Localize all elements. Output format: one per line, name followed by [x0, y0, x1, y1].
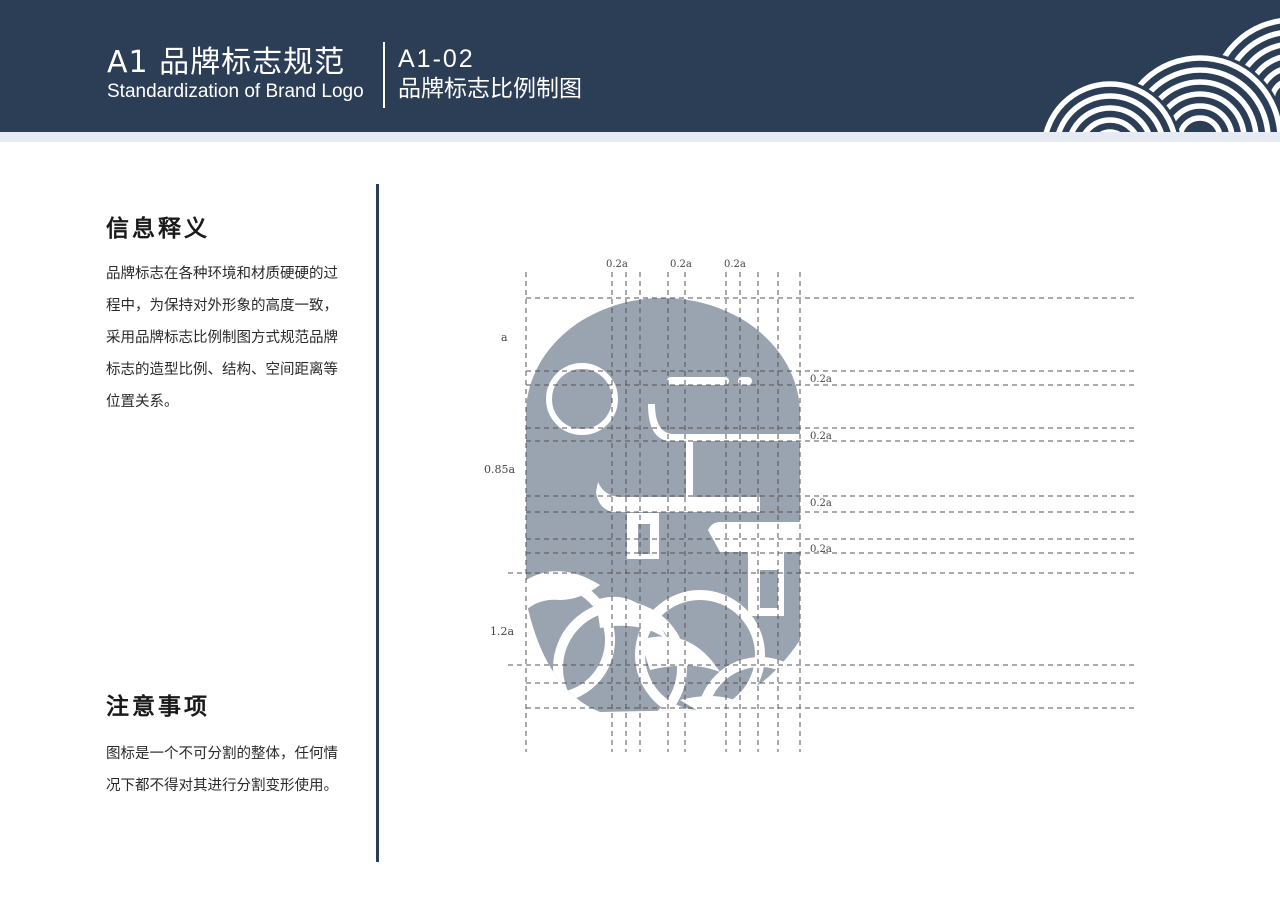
top-label-2: 0.2a — [670, 259, 692, 270]
page-title-english: Standardization of Brand Logo — [107, 81, 364, 102]
header-banner: A1 品牌标志规范 Standardization of Brand Logo … — [0, 0, 1280, 132]
header-underline-strip — [0, 132, 1280, 142]
right-label-1: 0.2a — [810, 374, 832, 385]
top-label-1: 0.2a — [606, 259, 628, 270]
right-label-2: 0.2a — [810, 431, 832, 442]
guide-lines — [508, 272, 1136, 752]
right-label-4: 0.2a — [810, 544, 832, 555]
left-label-085a: 0.85a — [484, 463, 515, 476]
section-code: A1-02 — [398, 45, 475, 73]
notes-section-body: 图标是一个不可分割的整体，任何情况下都不得对其进行分割变形使用。 — [106, 746, 338, 794]
info-section-title: 信息释义 — [106, 216, 210, 242]
column-divider — [376, 184, 379, 862]
section-subtitle: 品牌标志比例制图 — [398, 76, 582, 102]
left-label-a: a — [501, 331, 508, 344]
left-label-12a: 1.2a — [490, 625, 514, 638]
top-label-3: 0.2a — [724, 259, 746, 270]
wave-pattern-icon — [1040, 18, 1280, 132]
info-section-body: 品牌标志在各种环境和材质硬硬的过程中，为保持对外形象的高度一致，采用品牌标志比例… — [106, 266, 338, 410]
title-divider — [383, 42, 385, 108]
brand-logo — [526, 298, 800, 712]
page-title: A1 品牌标志规范 — [107, 45, 346, 80]
right-label-3: 0.2a — [810, 498, 832, 509]
notes-section-title: 注意事项 — [106, 694, 210, 720]
